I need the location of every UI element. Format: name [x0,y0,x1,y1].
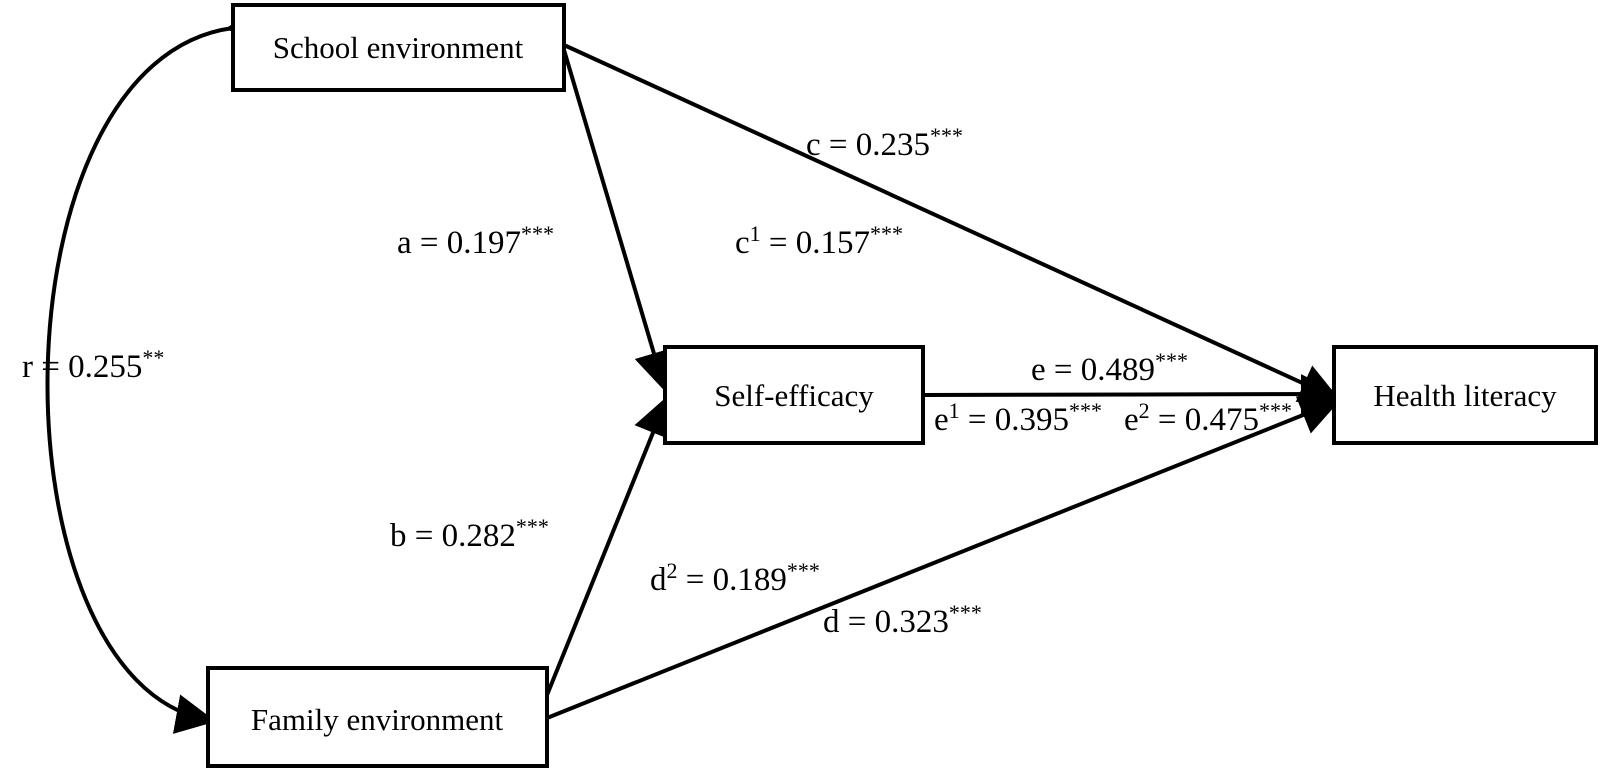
path-d-family-to-health [546,396,1341,720]
node-family-environment: Family environment [206,666,549,768]
coef-label-a: a = 0.197*** [397,221,554,261]
coef-label-e: e = 0.489*** [1031,348,1188,388]
node-label: Self-efficacy [714,378,874,413]
coef-label-r: r = 0.255** [22,345,164,385]
coef-label-d2: d2 = 0.189*** [650,558,820,598]
node-health-literacy: Health literacy [1332,345,1598,445]
coef-label-c: c = 0.235*** [806,123,963,163]
coef-label-e1: e1 = 0.395*** [934,398,1102,438]
path-r-correlation [45,3,268,734]
path-c-school-to-health [563,43,1341,402]
node-self-efficacy: Self-efficacy [663,345,925,445]
path-a-school-to-self-efficacy [562,49,674,392]
coef-label-c1: c1 = 0.157*** [735,221,903,261]
path-b-family-to-self-efficacy [545,395,672,696]
coef-label-e2: e2 = 0.475*** [1124,398,1292,438]
node-school-environment: School environment [231,3,566,92]
coef-label-b: b = 0.282*** [390,514,549,554]
node-label: Health literacy [1373,378,1557,413]
node-label: Family environment [251,702,504,737]
path-e-self-efficacy-to-health [923,374,1341,415]
coef-label-d: d = 0.323*** [823,600,982,640]
node-label: School environment [273,30,524,65]
